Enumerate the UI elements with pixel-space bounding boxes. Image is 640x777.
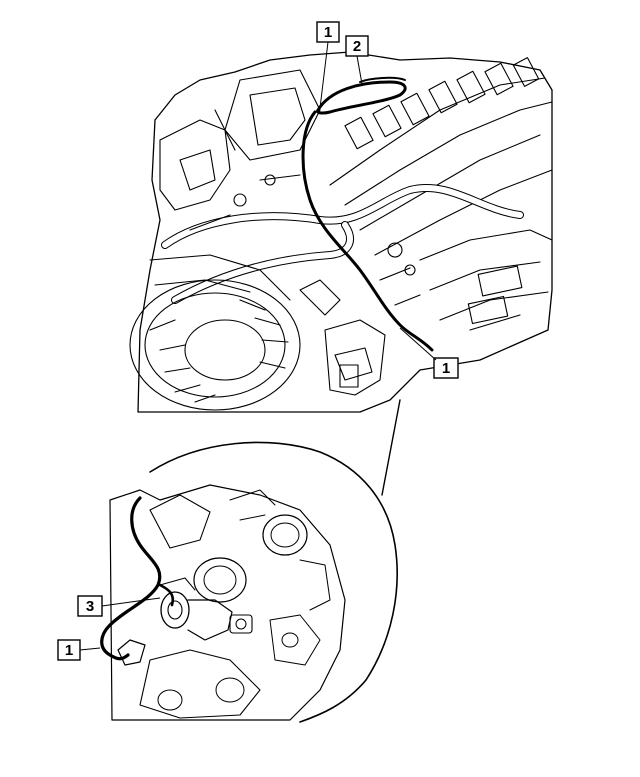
- svg-text:2: 2: [353, 38, 361, 55]
- svg-text:1: 1: [442, 360, 450, 377]
- callout-3: 3: [77, 595, 161, 617]
- svg-text:1: 1: [65, 642, 73, 659]
- wire-harness-main: [301, 76, 434, 352]
- detail-inset: [100, 399, 401, 723]
- callout-1-top: 1: [316, 21, 340, 109]
- svg-text:3: 3: [86, 598, 94, 615]
- svg-text:1: 1: [324, 24, 332, 41]
- sensor-connector: [117, 577, 253, 666]
- coil-packs: [344, 57, 540, 150]
- callout-2: 2: [345, 35, 369, 85]
- engine-overview: [129, 51, 553, 413]
- callout-1-detail: 1: [57, 639, 101, 661]
- callout-1-right: 1: [399, 327, 459, 379]
